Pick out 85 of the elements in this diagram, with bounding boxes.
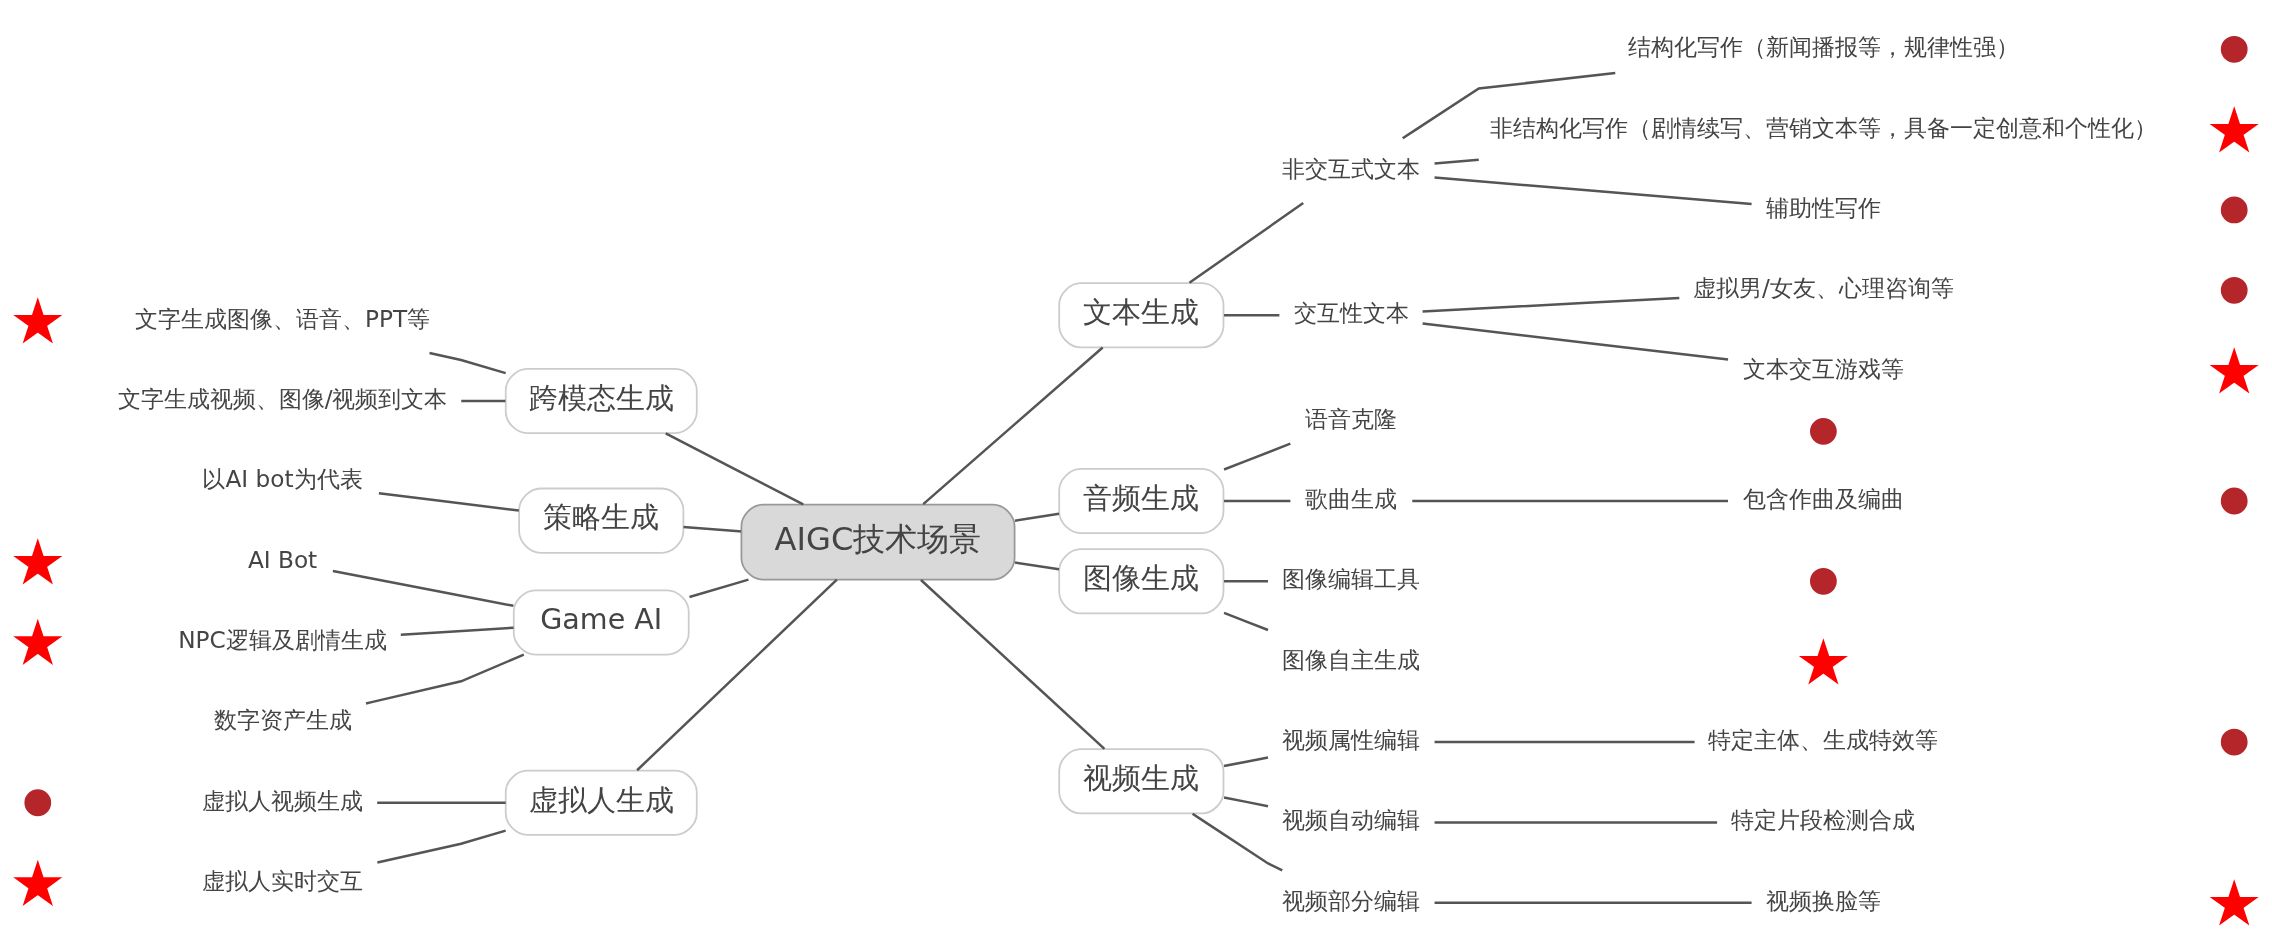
node-text: 视频换脸等 [1765, 886, 1881, 914]
node-text: 视频自动编辑 [1282, 805, 1421, 833]
connector [1223, 442, 1291, 471]
node-box: 图像生成 [1058, 547, 1225, 614]
node-circle [2220, 487, 2248, 514]
connector [1434, 157, 1479, 165]
node-text: 歌曲生成 [1305, 484, 1398, 512]
connector [1434, 900, 1752, 904]
connector [683, 525, 742, 533]
node-box: 跨模态生成 [504, 367, 698, 434]
node-box: Game AI [512, 588, 690, 655]
connector [1224, 313, 1280, 317]
connector [922, 346, 1104, 505]
node-circle [1810, 417, 1837, 445]
connector [1422, 296, 1680, 313]
node-text: 文字生成视频、图像/视频到文本 [117, 384, 448, 412]
node-circle [2220, 35, 2248, 63]
node-circle [1810, 567, 1837, 595]
node-text: 视频属性编辑 [1282, 725, 1421, 753]
connector [461, 399, 506, 402]
connector [400, 626, 514, 636]
node-box: AIGC技术场景 [740, 503, 1016, 580]
node-star [2209, 346, 2259, 394]
node-box: 视频生成 [1058, 747, 1225, 814]
node-box: 音频生成 [1058, 467, 1225, 534]
node-circle [2220, 728, 2248, 755]
node-text: 虚拟人视频生成 [202, 786, 364, 814]
node-text: 虚拟男/女友、心理咨询等 [1692, 273, 1954, 301]
node-text: 以AI bot为代表 [202, 464, 363, 492]
node-text: 非结构化写作（剧情续写、营销文本等，具备一定创意和个性化） [1489, 113, 2157, 141]
node-star [13, 618, 63, 665]
connector [689, 577, 749, 598]
node-text: 虚拟人实时交互 [202, 866, 364, 894]
node-circle [2220, 276, 2248, 304]
connector [1422, 321, 1729, 361]
node-circle [24, 788, 52, 816]
connector [1188, 201, 1304, 284]
connector [1014, 560, 1060, 570]
connector [1191, 812, 1283, 871]
connector [365, 652, 525, 705]
node-text: NPC逻辑及剧情生成 [178, 625, 387, 653]
node-text: 语音克隆 [1305, 404, 1398, 432]
node-box: 文本生成 [1058, 281, 1225, 348]
node-box: 策略生成 [518, 487, 685, 554]
node-text: 特定主体、生成特效等 [1708, 725, 1939, 753]
node-text: AI Bot [247, 545, 318, 573]
connector [1412, 499, 1728, 502]
node-text: 图像自主生成 [1282, 645, 1421, 673]
node-star [13, 296, 63, 344]
node-text: 交互性文本 [1293, 298, 1409, 326]
connector [332, 569, 514, 607]
node-star [13, 859, 63, 906]
connector [1402, 71, 1616, 139]
node-text: 特定片段检测合成 [1731, 805, 1916, 833]
node-box: 虚拟人生成 [504, 769, 698, 836]
node-text: 视频部分编辑 [1282, 886, 1421, 914]
connector [920, 578, 1106, 750]
connector [1014, 512, 1060, 522]
node-star [13, 537, 63, 585]
node-text: 数字资产生成 [213, 705, 352, 733]
connector [1224, 499, 1291, 502]
connector [1224, 579, 1268, 583]
node-text: 非交互式文本 [1282, 154, 1421, 182]
node-text: 文字生成图像、语音、PPT等 [134, 304, 431, 332]
connector [1434, 740, 1695, 743]
connector [378, 491, 519, 512]
connector [429, 351, 506, 374]
connector [1223, 795, 1269, 807]
node-star [1798, 637, 1848, 685]
connector [1223, 755, 1269, 767]
node-star [2209, 105, 2259, 152]
connector [1223, 611, 1269, 631]
connector [377, 828, 506, 864]
node-text: 图像编辑工具 [1282, 564, 1421, 592]
connector [1434, 820, 1718, 824]
node-text: 结构化写作（新闻播报等，规律性强） [1627, 32, 2019, 60]
node-text: 包含作曲及编曲 [1742, 484, 1904, 512]
connector [636, 578, 838, 771]
connector [377, 801, 506, 804]
node-text: 文本交互游戏等 [1742, 354, 1904, 382]
connector [665, 431, 804, 505]
connector [1434, 175, 1752, 205]
node-star [2209, 878, 2259, 926]
node-text: 辅助性写作 [1765, 193, 1881, 221]
node-circle [2220, 196, 2248, 223]
